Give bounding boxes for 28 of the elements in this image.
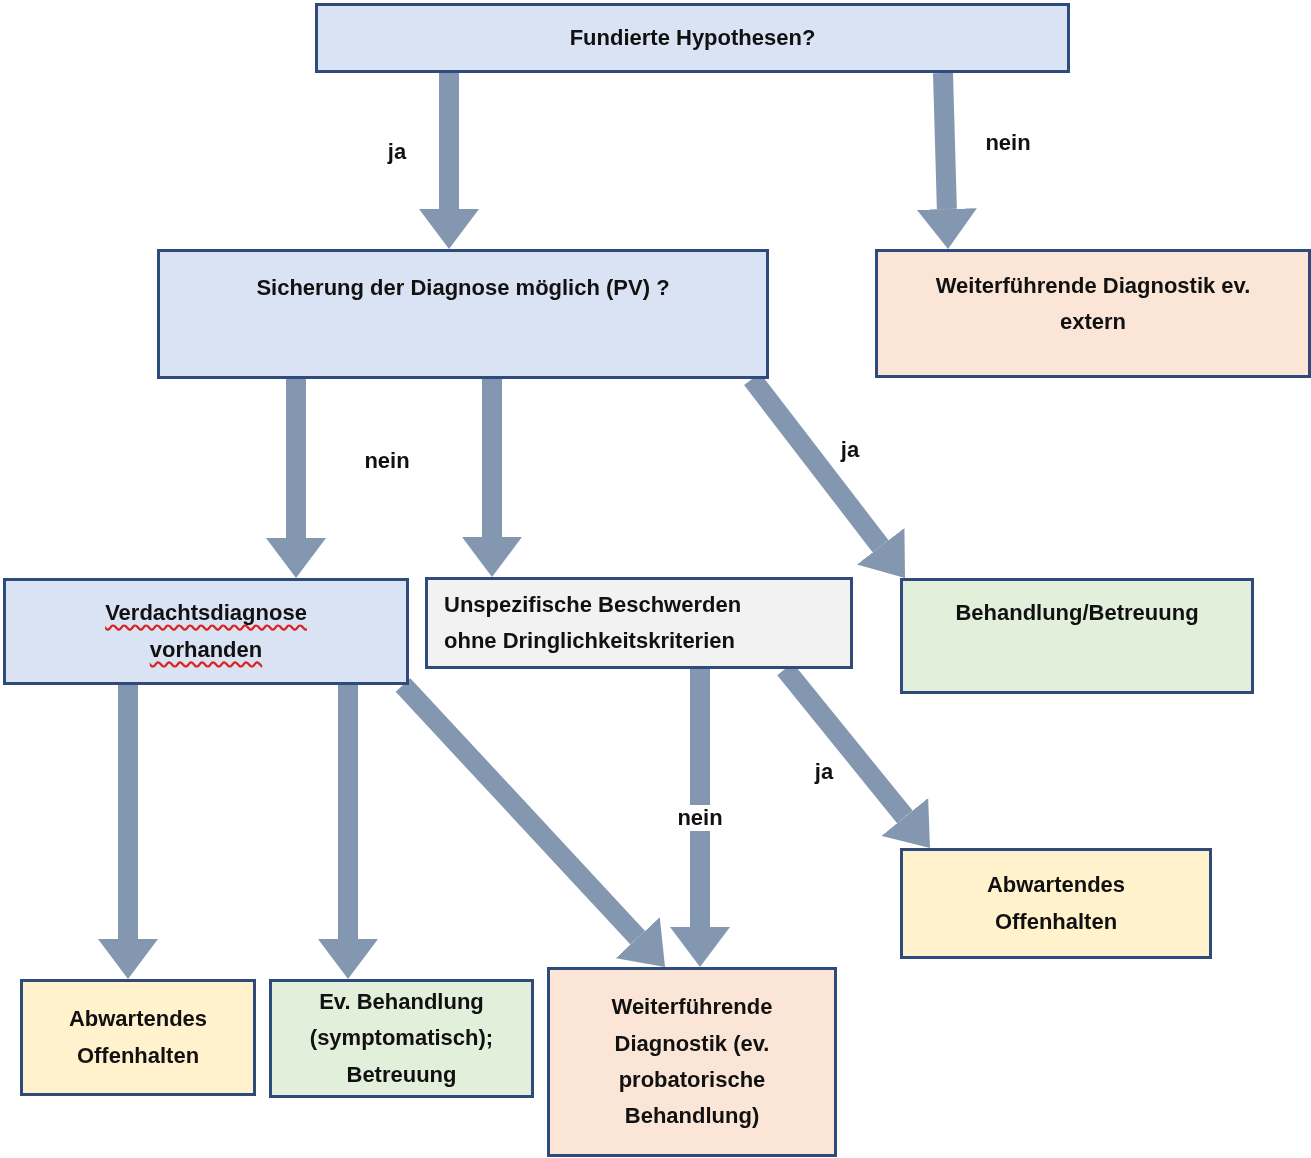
arrow — [670, 669, 730, 967]
box-label: Verdachtsdiagnose vorhanden — [104, 599, 308, 664]
arrow — [98, 685, 158, 979]
process-box — [315, 3, 1070, 73]
process-box — [547, 967, 837, 1157]
box-label: Ev. Behandlung (symptomatisch); Betreuung — [308, 988, 495, 1089]
box-label: Abwartendes Offenhalten — [985, 871, 1127, 936]
process-box — [425, 577, 853, 669]
arrow — [419, 73, 479, 249]
arrow — [318, 685, 378, 979]
process-box — [269, 979, 534, 1098]
arrow — [462, 379, 522, 577]
process-box — [900, 848, 1212, 959]
box-label: Sicherung der Diagnose möglich (PV) ? — [256, 274, 670, 302]
process-box — [157, 249, 769, 379]
box-label: Weiterführende Diagnostik (ev. probatorische Behandlung) — [610, 993, 774, 1131]
box-label: Weiterführende Diagnostik ev. extern — [934, 272, 1252, 337]
arrow — [916, 72, 977, 249]
box-label: Abwartendes Offenhalten — [67, 1005, 209, 1070]
arrow — [266, 379, 326, 578]
box-label: Unspezifische Beschwerden ohne Dringlichkeitskriterien — [444, 590, 743, 655]
box-label: Behandlung/Betreuung — [955, 599, 1199, 627]
arrow — [395, 678, 665, 967]
process-box — [20, 979, 256, 1096]
process-box — [900, 578, 1254, 694]
box-label: Fundierte Hypothesen? — [569, 23, 816, 52]
process-box — [875, 249, 1311, 378]
process-box — [3, 578, 409, 685]
